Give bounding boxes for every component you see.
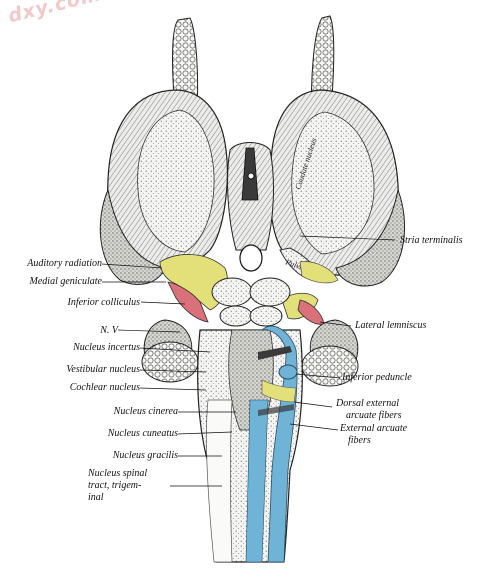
label-inferior-colliculus: Inferior colliculus [67,297,141,308]
label-external-arcuate-2: fibers [348,435,371,446]
label-dorsal-external-2: arcuate fibers [346,410,402,421]
label-inferior-peduncle: Inferior peduncle [342,372,412,383]
label-nv: N. V [100,325,118,336]
label-auditory-radiation: Auditory radiation [27,258,102,269]
label-medial-geniculate: Medial geniculate [29,276,102,287]
label-cochlear-nucleus: Cochlear nucleus [69,382,140,393]
label-dorsal-external-1: Dorsal external [336,398,400,409]
label-external-arcuate-1: External arcuate [340,423,408,434]
label-nucleus-cuneatus: Nucleus cuneatus [107,428,178,439]
label-stria-terminalis: Stria terminalis [400,235,463,246]
leader-lines [101,235,396,487]
label-nucleus-cinerea: Nucleus cinerea [113,406,178,417]
yellow-region-left [159,254,228,311]
label-spinal-3: inal [88,492,104,503]
pineal-body [239,244,263,272]
label-spinal-1: Nucleus spinal [88,468,148,479]
label-nucleus-gracilis: Nucleus gracilis [112,450,178,461]
red-region-left [167,281,209,323]
label-nucleus-incertus: Nucleus incertus [73,342,140,353]
label-spinal-2: tract, trigem- [88,480,142,491]
label-lateral-lemniscus: Lateral lemniscus [355,320,427,331]
label-vestibular-nucleus: Vestibular nucleus [66,364,140,375]
